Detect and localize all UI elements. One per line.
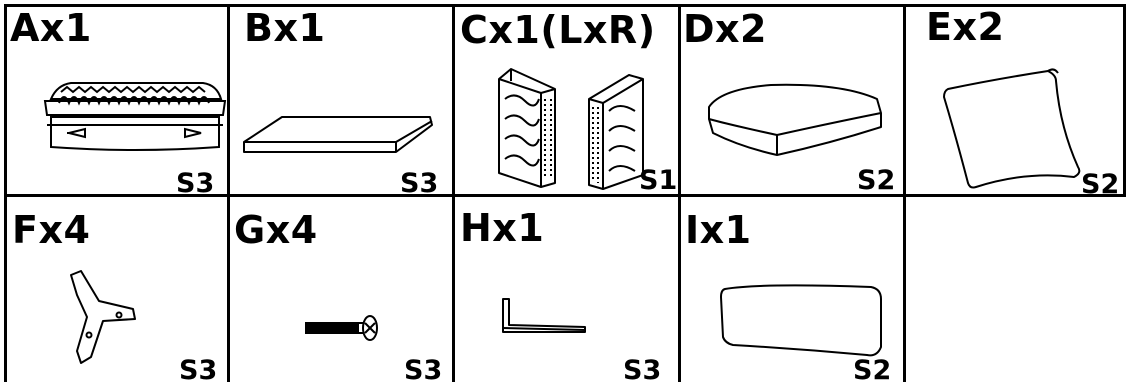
part-code: S1 bbox=[639, 167, 677, 194]
flat-board-icon bbox=[230, 7, 452, 194]
empty-cell bbox=[906, 197, 1126, 382]
part-cell-b: Bx1 S3 bbox=[230, 7, 452, 194]
part-code: S2 bbox=[857, 167, 895, 194]
part-cell-h: Hx1 S3 bbox=[455, 197, 678, 382]
tufted-bench-back-icon bbox=[7, 7, 227, 194]
part-cell-e: Ex2 S2 bbox=[906, 7, 1123, 194]
part-cell-i: Ix1 S2 bbox=[681, 197, 903, 382]
part-code: S2 bbox=[853, 357, 891, 382]
part-cell-c: Cx1(LxR) S1 bbox=[455, 7, 678, 194]
part-code: S2 bbox=[1081, 171, 1119, 194]
part-cell-f: Fx4 S3 bbox=[7, 197, 227, 382]
part-cell-g: Gx4 S3 bbox=[230, 197, 452, 382]
part-cell-a: Ax1 S3 bbox=[7, 7, 227, 194]
part-code: S3 bbox=[623, 357, 661, 382]
pillow-icon bbox=[906, 7, 1123, 194]
part-code: S3 bbox=[179, 357, 217, 382]
part-code: S3 bbox=[404, 357, 442, 382]
grid-line-right bbox=[1123, 4, 1126, 197]
parts-grid: Ax1 S3 Bx1 S3 bbox=[4, 4, 1126, 382]
part-code: S3 bbox=[176, 170, 214, 194]
part-cell-d: Dx2 S2 bbox=[681, 7, 903, 194]
part-code: S3 bbox=[400, 170, 438, 194]
